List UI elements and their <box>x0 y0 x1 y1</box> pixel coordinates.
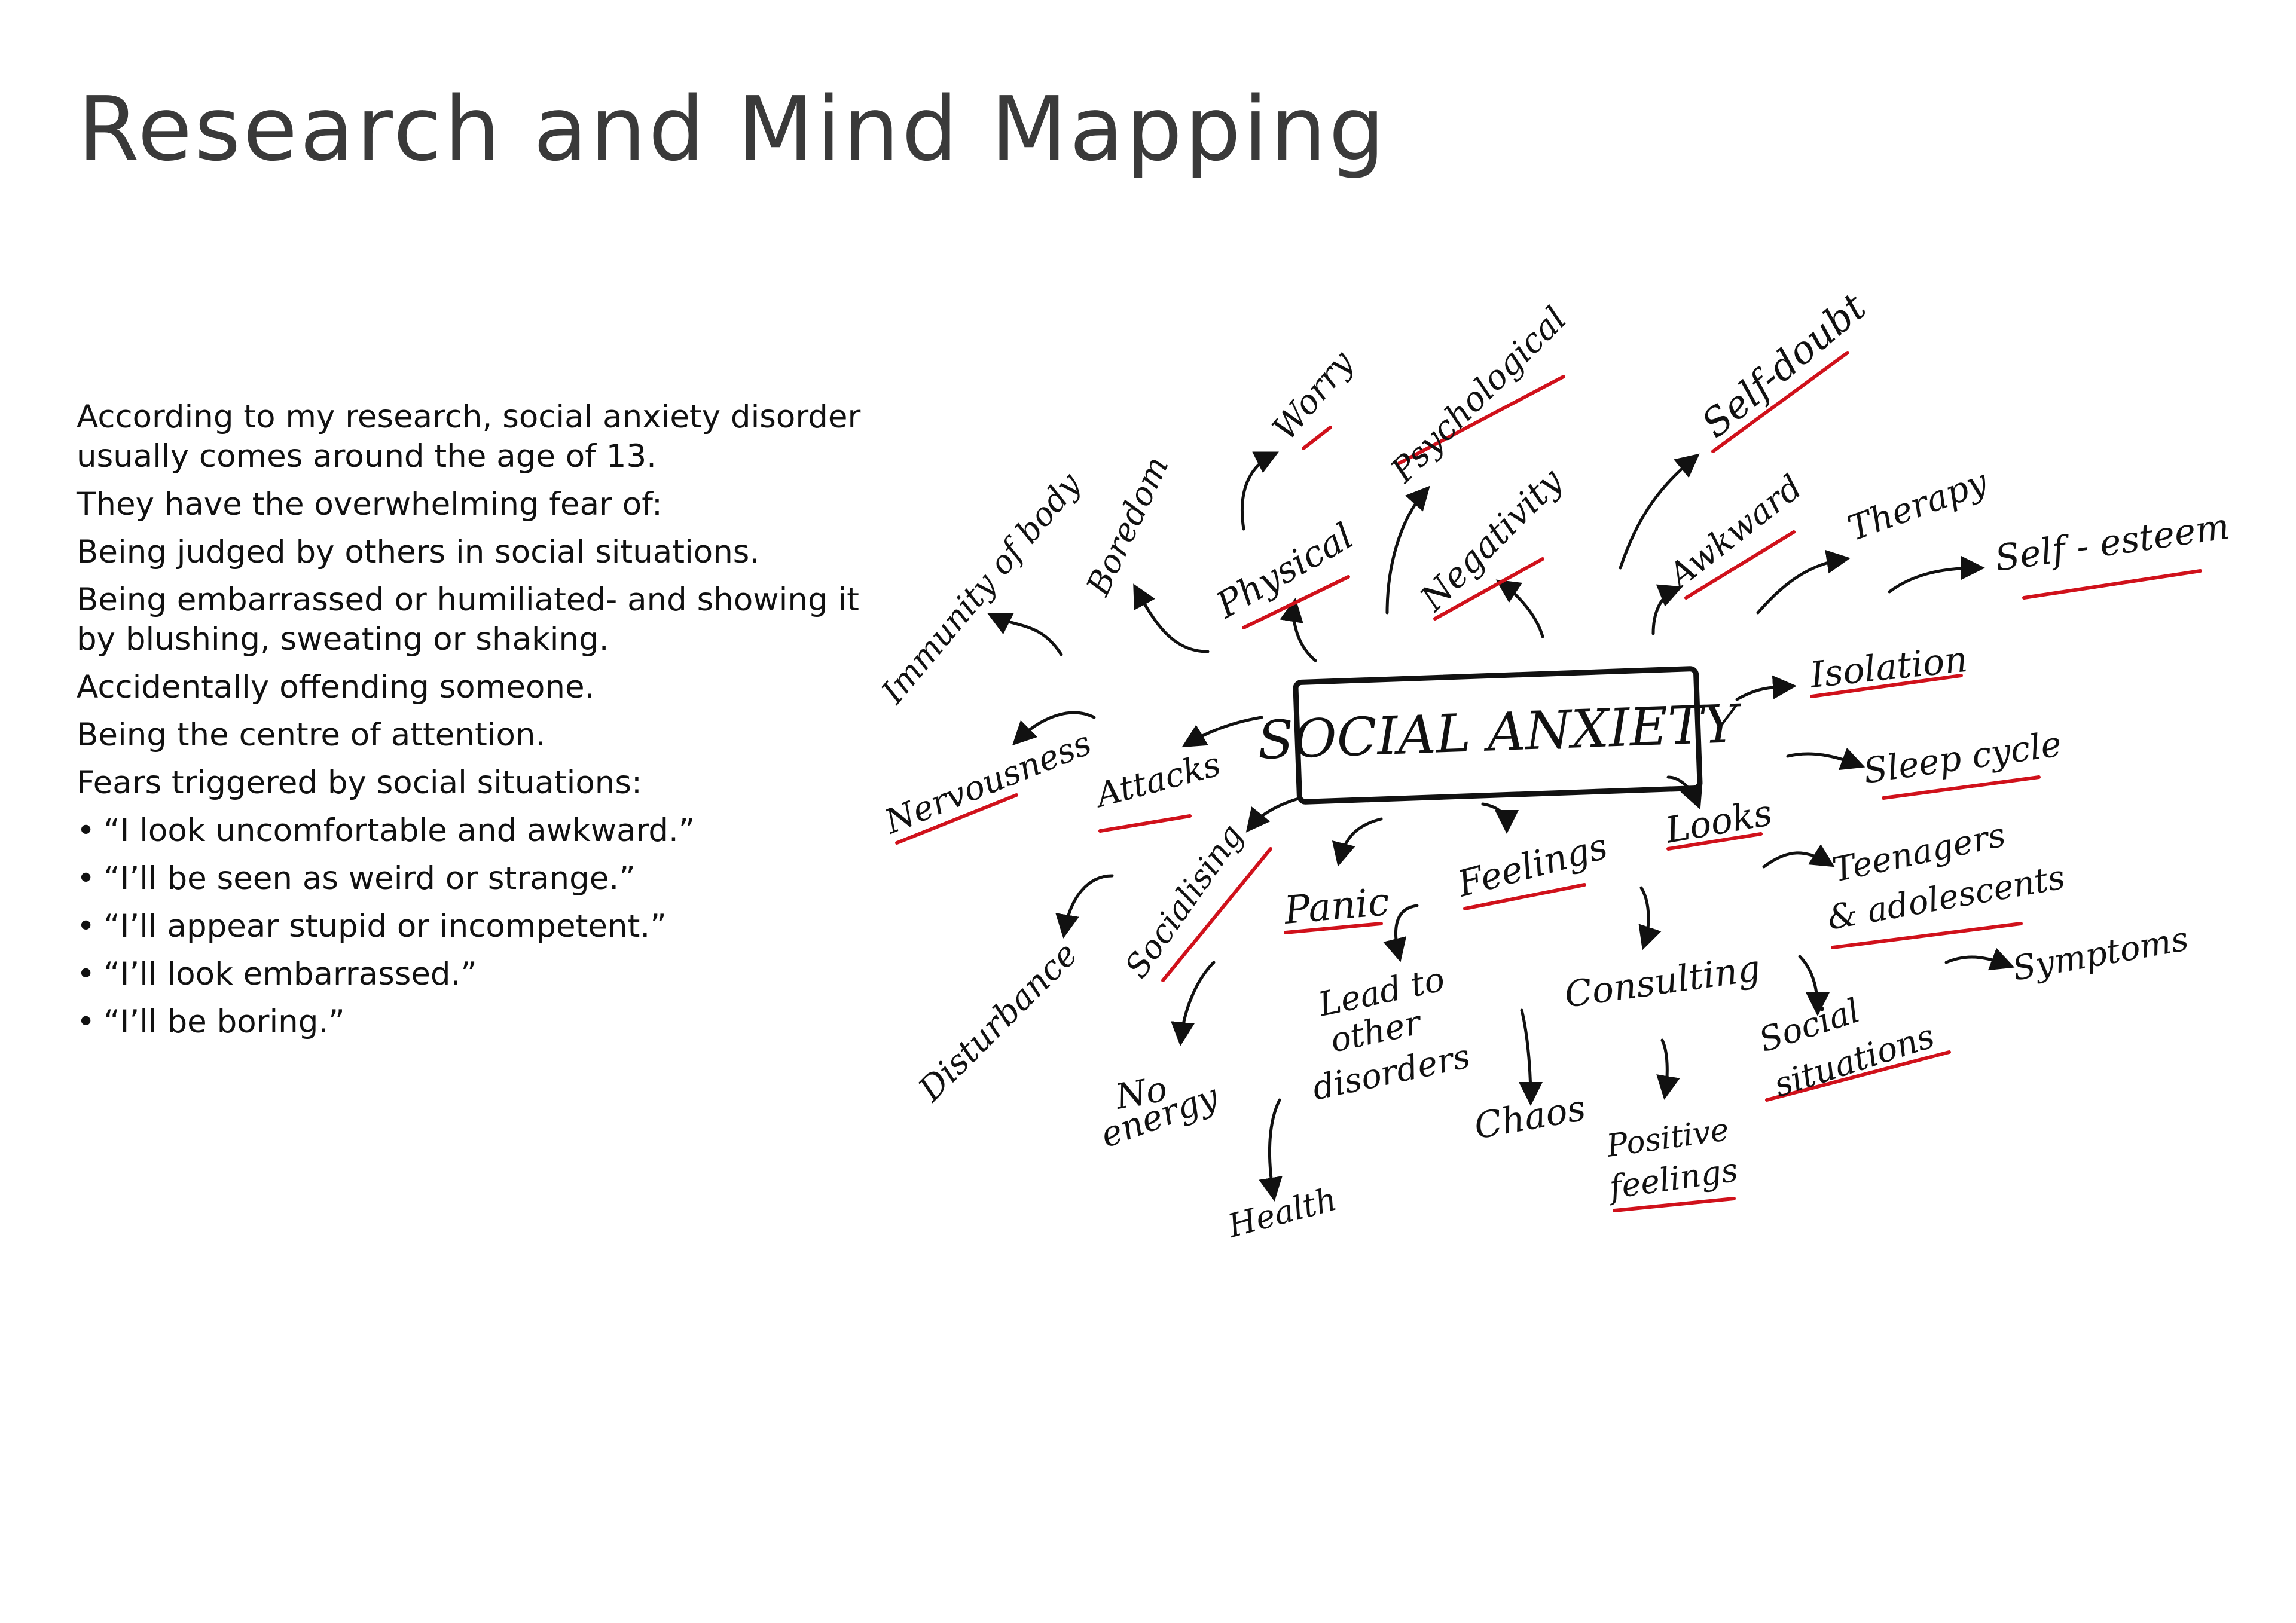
red-underline <box>1397 375 1565 465</box>
intro-paragraph: Being the centre of attention. <box>77 717 546 753</box>
research-text: According to my research, social anxiety… <box>77 398 884 1050</box>
intro-paragraph: Fears triggered by social situations: <box>77 765 642 801</box>
intro-paragraph: They have the overwhelming fear of: <box>77 486 662 522</box>
node-immunity: Immunity of body <box>874 465 1089 711</box>
red-underline <box>1810 674 1963 698</box>
connector-arrow <box>1619 453 1700 570</box>
red-underline <box>1684 530 1796 600</box>
red-underline <box>1613 1197 1736 1212</box>
connector-arrow <box>1666 775 1703 810</box>
connector-arrow <box>1762 844 1835 869</box>
node-worry: Worry <box>1265 343 1362 448</box>
node-labels: Immunity of body Boredom Worry Physical … <box>874 285 2232 1245</box>
connector-arrow <box>1383 904 1419 962</box>
red-underline <box>1098 814 1192 833</box>
red-underline <box>1284 922 1383 934</box>
connector-arrow <box>1385 485 1430 615</box>
red-underline <box>1765 1050 1951 1102</box>
red-underline <box>1463 883 1586 910</box>
node-self-doubt: Self-doubt <box>1694 285 1875 447</box>
red-underline <box>1831 922 2023 949</box>
center-box <box>1293 666 1703 805</box>
node-therapy: Therapy <box>1843 461 1993 549</box>
list-item: “I look uncomfortable and awkward.” <box>77 811 884 851</box>
node-attacks: Attacks <box>1089 745 1225 816</box>
connector-arrow <box>1012 711 1096 746</box>
connector-arrow <box>1259 1098 1283 1202</box>
node-panic: Panic <box>1282 880 1391 933</box>
red-underline <box>1161 847 1272 982</box>
connectors <box>987 451 2015 1202</box>
center-label: SOCIAL ANXIETY <box>1257 693 1744 771</box>
intro-paragraph: According to my research, social anxiety… <box>77 399 861 475</box>
node-socialising: Socialising <box>1118 817 1251 985</box>
intro-paragraph: Being judged by others in social situati… <box>77 534 760 570</box>
red-underline <box>895 793 1018 845</box>
list-item: “I’ll look embarrassed.” <box>77 955 884 994</box>
node-no-energy: No <box>1112 1068 1170 1117</box>
node-chaos: Chaos <box>1471 1087 1589 1147</box>
connector-arrow <box>1651 584 1683 635</box>
intro-paragraph: Accidentally offending someone. <box>77 669 595 705</box>
node-boredom: Boredom <box>1079 451 1176 602</box>
connector-arrow <box>1133 583 1210 653</box>
node-sleep-cycle: Sleep cycle <box>1861 723 2063 791</box>
node-nervousness: Nervousness <box>878 724 1097 842</box>
fears-list: “I look uncomfortable and awkward.” “I’l… <box>77 811 884 1042</box>
connector-arrow <box>1055 874 1114 939</box>
connector-arrow <box>1656 1038 1680 1100</box>
node-physical: Physical <box>1209 515 1361 627</box>
node-health: Health <box>1223 1180 1341 1245</box>
connector-arrow <box>1638 886 1662 950</box>
red-underline <box>1882 775 2041 800</box>
node-self-esteem: Self - esteem <box>1992 506 2232 580</box>
node-isolation: Isolation <box>1808 638 1970 696</box>
connector-arrow <box>1518 1008 1543 1106</box>
connector-arrow <box>1280 598 1317 662</box>
node-awkward: Awkward <box>1659 467 1810 597</box>
red-underline <box>2022 569 2202 600</box>
node-looks: Looks <box>1662 792 1775 852</box>
red-underline <box>1711 351 1849 453</box>
connector-arrow <box>1240 451 1279 531</box>
underlines <box>895 351 2202 1212</box>
connector-arrow <box>1245 796 1302 833</box>
node-disturbance: Disturbance <box>911 935 1085 1109</box>
connector-arrow <box>1495 579 1544 638</box>
connector-arrow <box>1798 955 1830 1016</box>
list-item: “I’ll be seen as weird or strange.” <box>77 859 884 898</box>
node-consulting: Consulting <box>1562 947 1763 1016</box>
red-underline <box>1666 832 1763 851</box>
connector-arrow <box>1181 716 1263 748</box>
connector-arrow <box>1888 556 1985 594</box>
connector-arrow <box>1481 802 1519 834</box>
list-item: “I’ll appear stupid or incompetent.” <box>77 907 884 946</box>
red-underline <box>1242 575 1350 629</box>
node-psychological: Psychological <box>1383 299 1574 490</box>
connector-arrow <box>1944 947 2015 971</box>
intro-paragraph: Being embarrassed or humiliated- and sho… <box>77 582 859 658</box>
node-negativity: Negativity <box>1411 460 1571 620</box>
connector-arrow <box>1786 747 1866 771</box>
connector-arrow <box>1735 675 1797 701</box>
node-symptoms: Symptoms <box>2010 919 2191 989</box>
connector-arrow <box>1332 817 1383 867</box>
red-underline <box>1302 426 1332 450</box>
connector-arrow <box>1756 549 1851 615</box>
page-title: Research and Mind Mapping <box>78 78 1388 181</box>
center-node: SOCIAL ANXIETY <box>1257 666 1744 805</box>
connector-arrow <box>1171 961 1216 1046</box>
red-underline <box>1433 557 1544 621</box>
list-item: “I’ll be boring.” <box>77 1002 884 1042</box>
connector-arrow <box>987 613 1063 656</box>
